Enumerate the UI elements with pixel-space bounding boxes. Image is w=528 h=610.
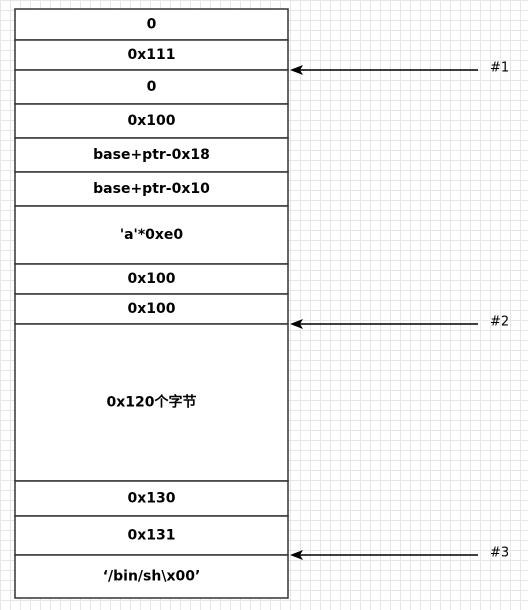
memory-cell: 0x100 [14,103,289,139]
memory-cell: 0x120个字节 [14,323,289,482]
pointer-label: #2 [490,315,509,330]
memory-cell-label: 0x130 [128,491,176,507]
memory-stack: 0 0x111 0 0x100 base+ptr-0x18 base+ptr-0x10 'a… [14,8,289,599]
pointer-label: #3 [490,546,509,561]
memory-cell: 0 [14,69,289,105]
memory-cell-box [14,103,289,139]
memory-cell-box [14,480,289,517]
memory-cell: 'a'*0xe0 [14,205,289,265]
memory-cell-box [14,323,289,482]
memory-cell-label: base+ptr-0x18 [93,147,210,163]
memory-cell: base+ptr-0x10 [14,171,289,207]
pointer-arrows: #1 #2 #3 [290,61,509,561]
memory-cell-box [14,8,289,41]
memory-cell-box [14,554,289,599]
pointer-arrow: #2 [290,315,509,330]
memory-cell: 0x100 [14,263,289,295]
memory-cell: 0x130 [14,480,289,517]
memory-cell-label: ‘/bin/sh\x00’ [103,569,201,585]
memory-cell-label: 0x100 [128,301,176,317]
arrow-head-icon [290,319,303,329]
memory-cell-box [14,515,289,556]
memory-cell: base+ptr-0x18 [14,137,289,173]
pointer-arrow: #3 [290,546,509,561]
memory-cell-label: 0x120个字节 [107,394,197,411]
memory-cell: ‘/bin/sh\x00’ [14,554,289,599]
pointer-label: #1 [490,61,509,76]
memory-cell-label: base+ptr-0x10 [93,181,210,197]
memory-cell-label: 0 [147,79,157,95]
memory-cell: 0x100 [14,293,289,325]
memory-cell-label: 0x100 [128,113,176,129]
memory-cell-label: 0 [147,17,157,33]
memory-cell-label: 'a'*0xe0 [120,227,184,243]
memory-cell-box [14,263,289,295]
memory-cell-label: 0x131 [128,528,176,544]
memory-cell: 0x111 [14,39,289,71]
memory-cell-label: 0x111 [128,47,176,63]
memory-cell-box [14,39,289,71]
memory-cell-label: 0x100 [128,271,176,287]
memory-cell-box [14,171,289,207]
arrow-head-icon [290,550,303,560]
memory-cell: 0x131 [14,515,289,556]
arrow-head-icon [290,65,303,75]
memory-cell: 0 [14,8,289,41]
pointer-arrow: #1 [290,61,509,76]
